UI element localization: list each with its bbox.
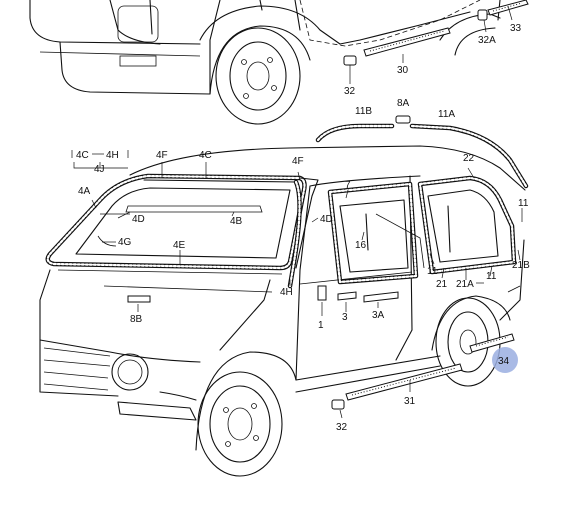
clip-32-top	[343, 55, 357, 66]
label-22: 22	[463, 153, 475, 164]
top-car-illustration	[29, 0, 529, 125]
side-strip-3a	[363, 291, 399, 303]
side-strip-3	[337, 291, 357, 301]
label-31: 31	[404, 396, 416, 407]
clip-32-bottom	[331, 399, 345, 410]
label-21: 21	[436, 279, 448, 290]
label-4b: 4B	[230, 216, 243, 227]
label-16: 16	[355, 240, 367, 251]
label-3: 3	[342, 312, 348, 323]
bracket-4c-4h-4j: 4C 4H 4J	[71, 150, 129, 175]
roof-moulding-11b	[315, 123, 395, 143]
label-32-bottom: 32	[336, 422, 348, 433]
label-4f-a: 4F	[156, 150, 168, 161]
clip-8b	[127, 295, 151, 303]
strip-33	[487, 0, 529, 16]
label-3a: 3A	[372, 310, 385, 321]
label-4e: 4E	[173, 240, 186, 251]
clip-32a	[477, 9, 488, 21]
sill-strip-31	[345, 363, 463, 401]
label-7: 7	[345, 180, 351, 191]
label-30: 30	[397, 65, 409, 76]
label-4a: 4A	[78, 186, 91, 197]
label-4f-b: 4F	[292, 156, 304, 167]
part-1-clip	[317, 285, 327, 301]
highlight-circle	[492, 347, 518, 373]
highlight-marker-34[interactable]: 34	[492, 347, 518, 373]
label-32a: 32A	[478, 35, 496, 46]
label-33: 33	[510, 23, 522, 34]
label-4d-b: 4D	[320, 214, 333, 225]
label-11-b: 11	[427, 266, 438, 277]
label-4h: 4H	[280, 287, 293, 298]
label-4c-range-start: 4C	[76, 150, 89, 161]
strip-34	[469, 333, 515, 353]
label-4c-range-end: 4H	[106, 150, 119, 161]
part-labels: 33 32A 30 32 11B 8A 11A 4C 4H 4J 4F 4C 4…	[71, 23, 530, 433]
roof-moulding-11a	[409, 123, 529, 189]
windshield-seal	[45, 173, 307, 271]
label-4g: 4G	[118, 237, 132, 248]
label-4c: 4C	[199, 150, 212, 161]
main-car-illustration	[39, 115, 529, 477]
label-11b: 11B	[355, 106, 372, 117]
label-8b: 8B	[130, 314, 143, 325]
label-4d-a: 4D	[132, 214, 145, 225]
label-4j: 4J	[94, 164, 105, 175]
label-34: 34	[498, 356, 510, 367]
label-11-c: 11	[486, 271, 497, 282]
label-11a: 11A	[438, 109, 455, 120]
label-21a: 21A	[456, 279, 474, 290]
label-8a: 8A	[397, 98, 410, 109]
label-11-a: 11	[518, 198, 529, 209]
strip-30	[363, 27, 451, 57]
label-1: 1	[318, 320, 324, 331]
label-21b: 21B	[512, 260, 530, 271]
clip-8a	[395, 115, 411, 124]
label-32-top: 32	[344, 86, 356, 97]
